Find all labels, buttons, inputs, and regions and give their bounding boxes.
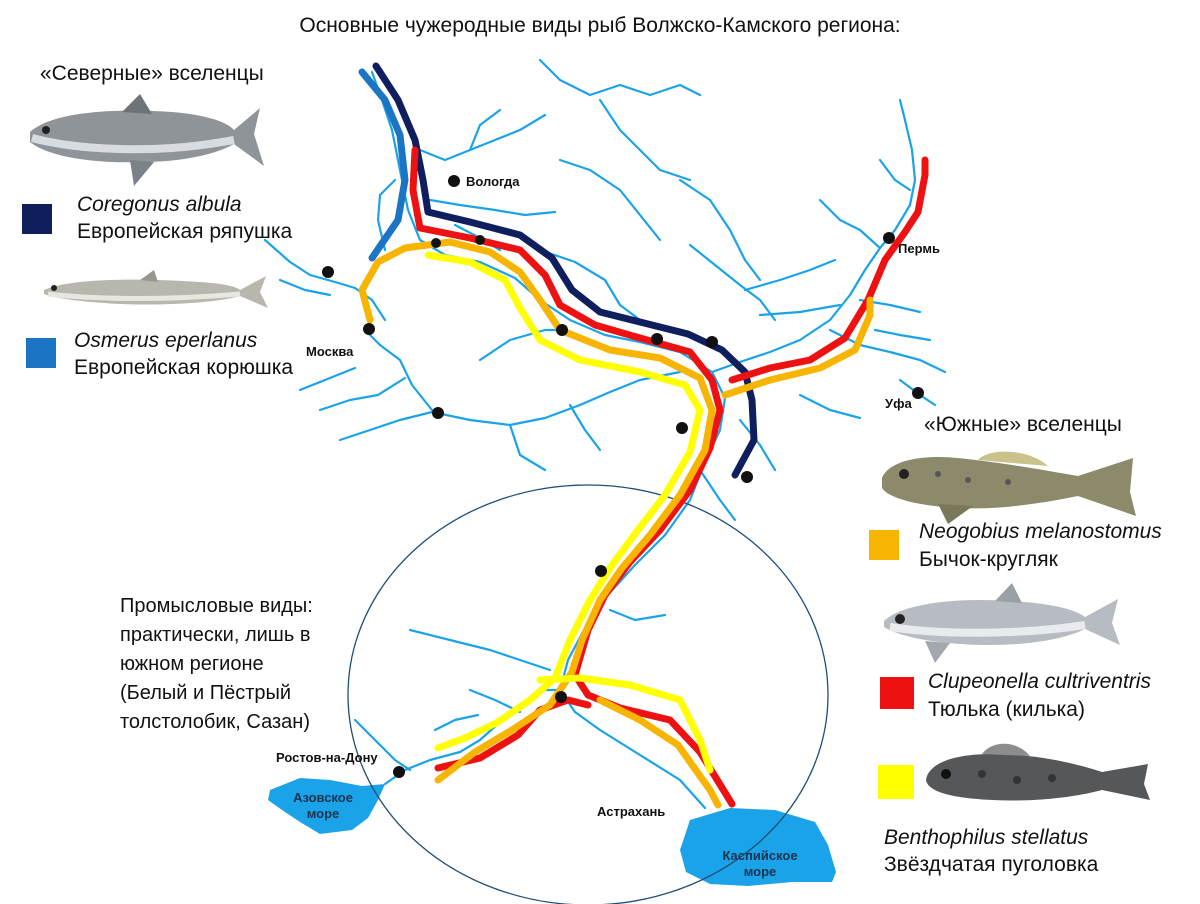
- azov-sea: [268, 778, 385, 834]
- route-clupeonella: [409, 146, 929, 808]
- kilka-fish-icon: [884, 583, 1120, 663]
- osmerus-swatch: [26, 338, 56, 368]
- route-coregonus: [372, 62, 758, 479]
- coregonus-common: Европейская ряпушка: [77, 220, 293, 243]
- city-vologda: Вологда: [466, 174, 520, 189]
- clupeonella-latin: Clupeonella cultriventris: [928, 670, 1151, 693]
- osmerus-latin: Osmerus eperlanus: [74, 329, 258, 352]
- round-goby-fish-icon: [882, 451, 1136, 524]
- vendace-fish-icon: [30, 94, 264, 186]
- coregonus-latin: Coregonus albula: [77, 193, 242, 216]
- north-heading: «Северные» вселенцы: [40, 62, 264, 85]
- southern-region-circle: [347, 484, 829, 904]
- benthophilus-common: Звёздчатая пуголовка: [884, 853, 1099, 876]
- neogobius-swatch: [869, 530, 899, 560]
- osmerus-common: Европейская корюшка: [74, 356, 294, 379]
- city-astrakhan: Астрахань: [597, 804, 666, 819]
- clupeonella-swatch: [880, 677, 914, 709]
- city-moscow: Москва: [306, 344, 354, 359]
- starry-goby-fish-icon: [926, 743, 1150, 801]
- south-heading: «Южные» вселенцы: [924, 413, 1122, 436]
- river-network: [263, 58, 947, 810]
- caspian-sea-label: Каспийское море: [722, 848, 798, 879]
- neogobius-latin: Neogobius melanostomus: [919, 520, 1162, 543]
- route-neogobius: [358, 238, 874, 809]
- caspian-sea: [680, 808, 836, 886]
- coregonus-swatch: [22, 204, 52, 234]
- route-benthophilus: [424, 251, 714, 774]
- neogobius-common: Бычок-кругляк: [919, 548, 1058, 571]
- city-perm: Пермь: [898, 241, 940, 256]
- benthophilus-swatch: [878, 765, 914, 799]
- azov-sea-label: Азовское море: [293, 790, 353, 821]
- diagram-title: Основные чужеродные виды рыб Волжско-Кам…: [299, 14, 901, 37]
- commercial-species-note: Промысловые виды: практически, лишь в юж…: [120, 595, 313, 733]
- clupeonella-common: Тюлька (килька): [928, 698, 1085, 721]
- city-rostov: Ростов-на-Дону: [276, 750, 378, 765]
- route-osmerus: [358, 68, 409, 262]
- city-ufa: Уфа: [885, 396, 912, 411]
- benthophilus-latin: Benthophilus stellatus: [884, 826, 1089, 849]
- city-dots: [322, 175, 924, 778]
- smelt-fish-icon: [44, 270, 268, 308]
